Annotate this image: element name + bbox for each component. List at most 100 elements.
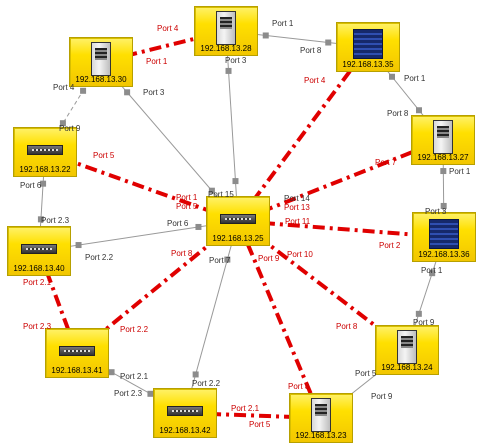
link-n25-n42 — [184, 220, 239, 414]
port-label: Port 2.2 — [120, 325, 149, 334]
port-connector[interactable] — [80, 87, 87, 94]
port-label: Port 4 — [304, 76, 326, 85]
port-label: Port 5 — [176, 202, 198, 211]
port-label: Port 4 — [157, 24, 179, 33]
link-n25-n30 — [100, 61, 239, 222]
port-connector[interactable] — [225, 67, 232, 74]
flat-switch-icon — [21, 244, 57, 254]
port-connector[interactable] — [108, 369, 115, 376]
flat-switch-icon — [220, 214, 256, 224]
port-connector[interactable] — [232, 178, 239, 185]
tower-switch-icon — [433, 120, 453, 154]
tower-switch-icon — [91, 42, 111, 76]
rack-switch-icon — [353, 29, 383, 59]
node-ip-label: 192.168.13.42 — [159, 426, 211, 435]
port-label: Port 11 — [285, 217, 311, 226]
port-label: Port 2 — [379, 241, 401, 250]
link-n25-n27 — [237, 138, 444, 223]
port-connector[interactable] — [416, 107, 422, 114]
port-label: Port 3 — [225, 56, 247, 65]
port-label: Port 8 — [300, 46, 322, 55]
node-ip-label: 192.168.13.24 — [381, 363, 433, 372]
port-label: Port 2.2 — [192, 379, 221, 388]
port-label: Port 6 — [20, 181, 42, 190]
port-connector[interactable] — [40, 180, 47, 187]
port-connector[interactable] — [224, 256, 231, 263]
port-connector[interactable] — [429, 270, 436, 277]
port-label: Port 5 — [355, 369, 377, 378]
port-label: Port 2.3 — [23, 322, 52, 331]
link-n25-n36 — [237, 219, 445, 239]
switch-192-168-13-27[interactable]: 192.168.13.27 — [411, 115, 475, 165]
switch-192-168-13-25[interactable]: 192.168.13.25 — [206, 196, 270, 246]
flat-switch-icon — [167, 406, 203, 416]
node-ip-label: 192.168.13.25 — [212, 234, 264, 243]
port-connector[interactable] — [440, 168, 447, 175]
switch-192-168-13-36[interactable]: 192.168.13.36 — [412, 212, 476, 262]
port-connector[interactable] — [195, 223, 202, 230]
node-ip-label: 192.168.13.28 — [200, 44, 252, 53]
port-connector[interactable] — [59, 120, 66, 127]
switch-192-168-13-41[interactable]: 192.168.13.41 — [45, 328, 109, 378]
switch-192-168-13-35[interactable]: 192.168.13.35 — [336, 22, 400, 72]
rack-switch-icon — [429, 219, 459, 249]
port-label: Port 13 — [284, 203, 310, 212]
switch-192-168-13-23[interactable]: 192.168.13.23 — [289, 393, 353, 443]
port-label: Port 9 — [258, 254, 280, 263]
switch-192-168-13-24[interactable]: 192.168.13.24 — [375, 325, 439, 375]
port-label: Port 8 — [288, 382, 310, 391]
port-label: Port 3 — [425, 207, 447, 216]
node-ip-label: 192.168.13.35 — [342, 60, 394, 69]
port-connector[interactable] — [208, 187, 215, 194]
port-label: Port 3 — [143, 88, 165, 97]
port-label: Port 15 — [208, 190, 234, 199]
port-label: Port 7 — [375, 158, 397, 167]
link-n25-n35 — [236, 45, 370, 223]
port-label: Port 5 — [249, 420, 271, 429]
switch-192-168-13-30[interactable]: 192.168.13.30 — [69, 37, 133, 87]
switch-192-168-13-42[interactable]: 192.168.13.42 — [153, 388, 217, 438]
link-n25-n22 — [44, 150, 239, 223]
port-label: Port 1 — [404, 74, 426, 83]
node-ip-label: 192.168.13.27 — [417, 153, 469, 162]
port-label: Port 2.1 — [23, 278, 52, 287]
node-ip-label: 192.168.13.36 — [418, 250, 470, 259]
port-connector[interactable] — [325, 39, 332, 46]
port-label: Port 1 — [272, 19, 294, 28]
tower-switch-icon — [216, 11, 236, 45]
port-label: Port 2.2 — [85, 253, 114, 262]
port-label: Port 8 — [336, 322, 358, 331]
link-n25-n23 — [236, 220, 323, 419]
node-ip-label: 192.168.13.41 — [51, 366, 103, 375]
port-connector[interactable] — [389, 73, 395, 80]
link-n23-n42 — [184, 411, 322, 420]
port-connector[interactable] — [75, 242, 82, 249]
link-n25-n28 — [225, 30, 239, 222]
port-connector[interactable] — [37, 216, 44, 223]
port-connector[interactable] — [415, 310, 422, 317]
node-ip-label: 192.168.13.23 — [295, 431, 347, 440]
port-connector[interactable] — [192, 371, 199, 378]
port-connector[interactable] — [124, 89, 131, 96]
switch-192-168-13-28[interactable]: 192.168.13.28 — [194, 6, 258, 56]
port-connector[interactable] — [262, 32, 269, 39]
flat-switch-icon — [27, 145, 63, 155]
tower-switch-icon — [397, 330, 417, 364]
port-label: Port 1 — [146, 57, 168, 66]
node-ip-label: 192.168.13.40 — [13, 264, 65, 273]
port-connector[interactable] — [440, 202, 447, 209]
node-ip-label: 192.168.13.22 — [19, 165, 71, 174]
switch-192-168-13-22[interactable]: 192.168.13.22 — [13, 127, 77, 177]
link-n25-n40 — [38, 220, 239, 252]
port-label: Port 2.1 — [231, 404, 260, 413]
port-label: Port 9 — [371, 392, 393, 401]
port-label: Port 2.3 — [41, 216, 70, 225]
node-ip-label: 192.168.13.30 — [75, 75, 127, 84]
port-label: Port 10 — [287, 250, 313, 259]
port-connector[interactable] — [147, 390, 154, 397]
port-label: Port 1 — [449, 167, 471, 176]
port-label: Port 5 — [93, 151, 115, 160]
switch-192-168-13-40[interactable]: 192.168.13.40 — [7, 226, 71, 276]
port-label: Port 4 — [53, 83, 75, 92]
